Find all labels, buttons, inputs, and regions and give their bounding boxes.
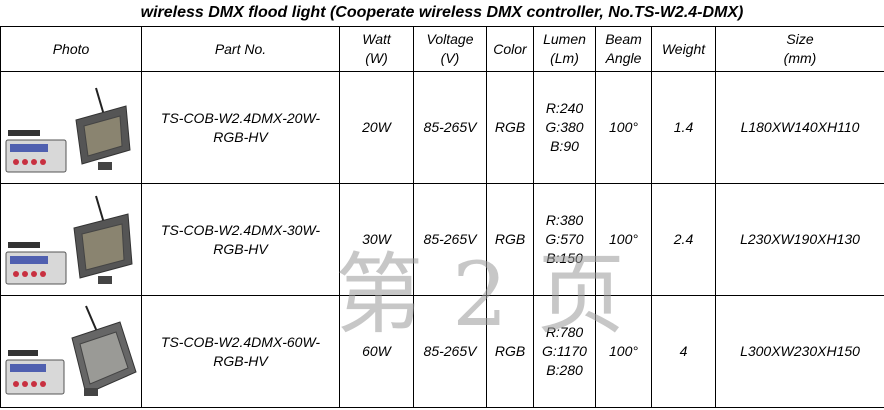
beam-angle-cell: 100°: [595, 183, 652, 296]
header-watt: Watt(W): [339, 26, 414, 72]
photo-cell: [0, 71, 142, 184]
flood-light-image: [5, 305, 137, 396]
voltage-cell: 85-265V: [413, 183, 487, 296]
table-row: TS-COB-W2.4DMX-20W-RGB-HV 20W 85-265V RG…: [0, 71, 884, 184]
color-cell: RGB: [486, 71, 534, 184]
watt-cell: 60W: [339, 295, 414, 408]
voltage-cell: 85-265V: [413, 71, 487, 184]
header-row: Photo Part No. Watt(W) Voltage(V) Color …: [0, 26, 884, 72]
part-no-cell: TS-COB-W2.4DMX-60W-RGB-HV: [141, 295, 340, 408]
photo-cell: [0, 295, 142, 408]
flood-light-image: [5, 195, 133, 284]
size-cell: L180XW140XH110: [715, 71, 884, 184]
spec-table: Photo Part No. Watt(W) Voltage(V) Color …: [0, 26, 884, 408]
voltage-cell: 85-265V: [413, 295, 487, 408]
table-row: TS-COB-W2.4DMX-60W-RGB-HV 60W 85-265V RG…: [0, 295, 884, 408]
product-photo: [2, 192, 140, 288]
document-title: wireless DMX flood light (Cooperate wire…: [140, 4, 744, 21]
color-cell: RGB: [486, 183, 534, 296]
photo-cell: [0, 183, 142, 296]
watt-cell: 30W: [339, 183, 414, 296]
part-no-cell: TS-COB-W2.4DMX-20W-RGB-HV: [141, 71, 340, 184]
header-weight: Weight: [651, 26, 716, 72]
color-cell: RGB: [486, 295, 534, 408]
header-size: Size(mm): [715, 26, 884, 72]
product-photo: [2, 80, 140, 176]
weight-cell: 1.4: [651, 71, 716, 184]
beam-angle-cell: 100°: [595, 295, 652, 408]
product-photo: [2, 304, 140, 400]
size-cell: L230XW190XH130: [715, 183, 884, 296]
weight-cell: 2.4: [651, 183, 716, 296]
header-color: Color: [486, 26, 534, 72]
header-photo: Photo: [0, 26, 142, 72]
size-cell: L300XW230XH150: [715, 295, 884, 408]
beam-angle-cell: 100°: [595, 71, 652, 184]
table-row: TS-COB-W2.4DMX-30W-RGB-HV 30W 85-265V RG…: [0, 183, 884, 296]
part-no-cell: TS-COB-W2.4DMX-30W-RGB-HV: [141, 183, 340, 296]
watt-cell: 20W: [339, 71, 414, 184]
header-voltage: Voltage(V): [413, 26, 487, 72]
header-part-no: Part No.: [141, 26, 340, 72]
header-lumen: Lumen(Lm): [533, 26, 596, 72]
weight-cell: 4: [651, 295, 716, 408]
flood-light-image: [5, 87, 131, 172]
